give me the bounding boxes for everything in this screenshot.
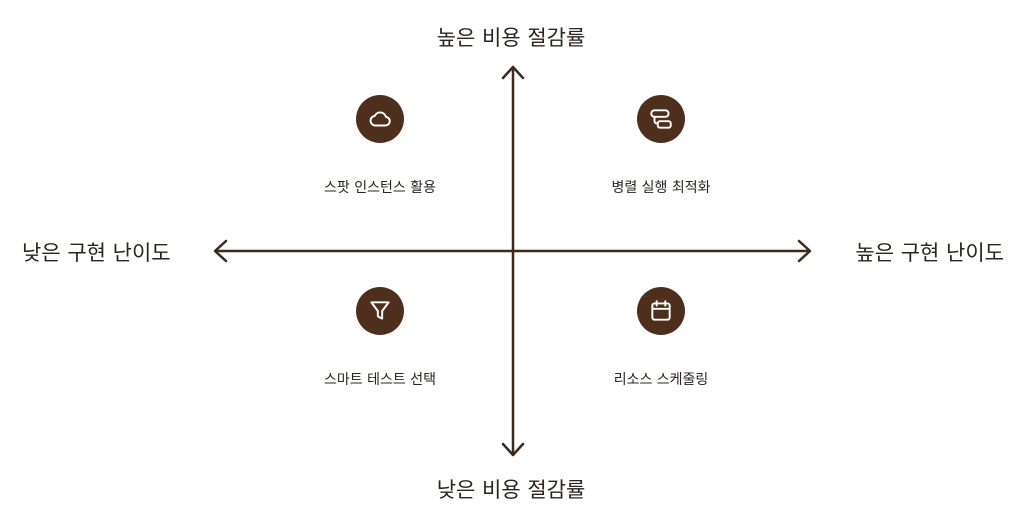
axis-label-bottom: 낮은 비용 절감률 (436, 478, 586, 502)
quadrant-bottom-right-label: 리소스 스케줄링 (613, 372, 709, 388)
quadrant-top-left-label: 스팟 인스턴스 활용 (324, 180, 436, 196)
quadrant-bottom-left-label: 스마트 테스트 선택 (324, 372, 436, 388)
quadrant-bottom-left: 스마트 테스트 선택 (270, 287, 490, 389)
quadrant-top-right-label: 병렬 실행 최적화 (611, 180, 711, 196)
horizontal-axis-arrow-right (797, 239, 812, 263)
vertical-axis-arrow-up (501, 65, 525, 80)
axis-label-right: 높은 구현 난이도 (855, 241, 1004, 265)
split-boxes-icon (637, 95, 685, 143)
axis-label-top: 높은 비용 절감률 (436, 26, 586, 50)
filter-icon (356, 287, 404, 335)
quadrant-bottom-right: 리소스 스케줄링 (551, 287, 771, 389)
calendar-icon (637, 287, 685, 335)
axis-label-left: 낮은 구현 난이도 (22, 241, 171, 265)
horizontal-axis-arrow-left (213, 239, 228, 263)
quadrant-top-right: 병렬 실행 최적화 (551, 95, 771, 197)
vertical-axis-arrow-down (501, 442, 525, 457)
cloud-icon (356, 95, 404, 143)
quadrant-top-left: 스팟 인스턴스 활용 (270, 95, 490, 197)
